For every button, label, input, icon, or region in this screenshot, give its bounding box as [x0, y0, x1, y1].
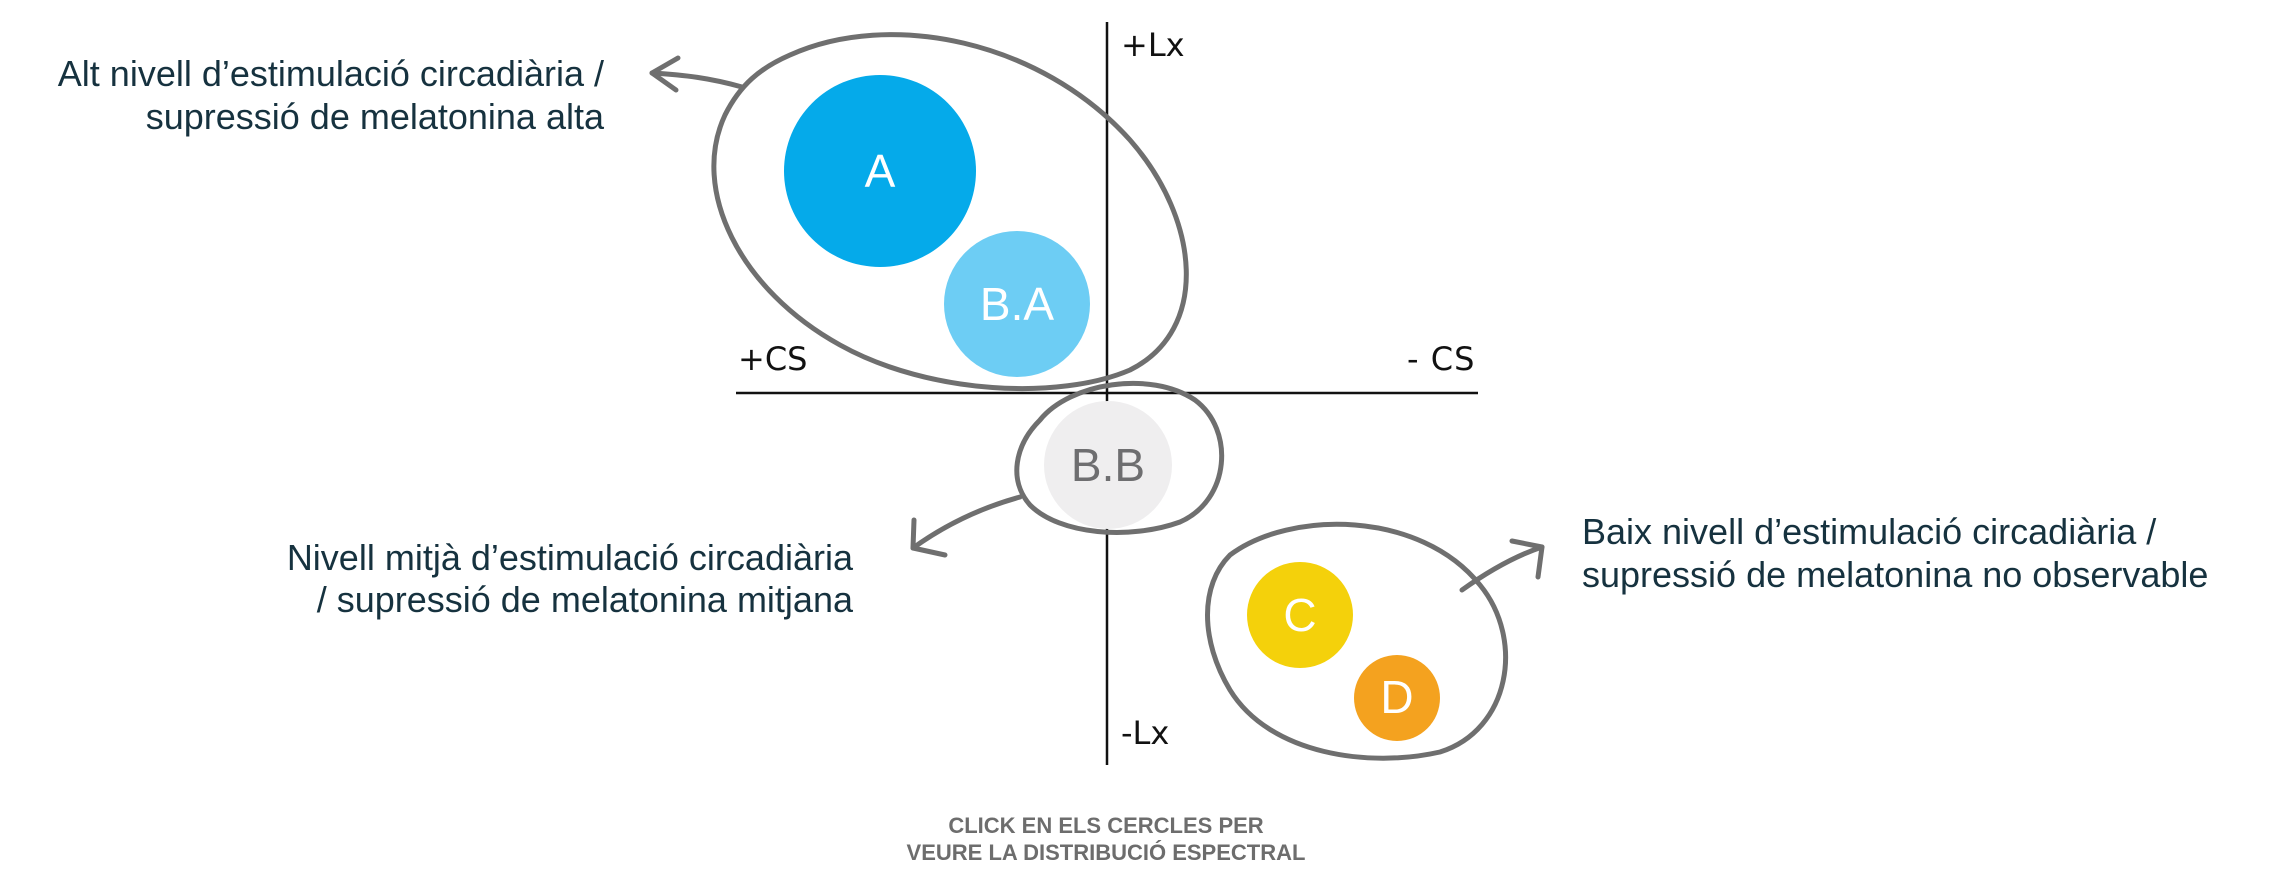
circle-d[interactable]: D — [1354, 655, 1440, 741]
circle-d-label: D — [1380, 671, 1413, 723]
low-stimulation-description: Baix nivell d’estimulació circadiària / … — [1582, 511, 2208, 595]
circle-c-fill — [1247, 562, 1353, 668]
circle-a[interactable]: A — [784, 75, 976, 267]
axis-label-x-left: +CS — [738, 340, 807, 378]
circle-ba-label: B.A — [980, 278, 1054, 330]
axis-label-y-top: +Lx — [1121, 26, 1185, 64]
circle-bb-label: B.B — [1071, 439, 1145, 491]
circle-c[interactable]: C — [1247, 562, 1353, 668]
medium-stimulation-group-outline — [1014, 380, 1225, 535]
circle-a-label: A — [865, 145, 896, 197]
arrow-to-medium-description — [910, 494, 1023, 558]
click-instruction: CLICK EN ELS CERCLES PER VEURE LA DISTRI… — [907, 813, 1306, 865]
low-description-line-2: supressió de melatonina no observable — [1582, 554, 2208, 595]
arrow-to-low-description — [1459, 538, 1545, 593]
high-description-line-1: Alt nivell d’estimulació circadiària / — [58, 53, 604, 94]
low-description-line-1: Baix nivell d’estimulació circadiària / — [1582, 511, 2156, 552]
axis-label-y-bottom: -Lx — [1121, 714, 1169, 752]
low-stimulation-group-outline — [1205, 521, 1509, 761]
medium-description-line-1: Nivell mitjà d’estimulació circadiària — [287, 537, 854, 578]
circle-ba-fill — [944, 231, 1090, 377]
high-stimulation-description: Alt nivell d’estimulació circadiària / s… — [58, 53, 605, 137]
axis-label-x-right: - CS — [1407, 340, 1475, 378]
circle-bb[interactable]: B.B — [1044, 401, 1172, 529]
medium-stimulation-description: Nivell mitjà d’estimulació circadiària /… — [287, 537, 854, 620]
high-stimulation-group-outline — [711, 32, 1189, 392]
circle-bb-fill — [1044, 401, 1172, 529]
medium-description-line-2: / supressió de melatonina mitjana — [317, 579, 854, 620]
arrow-to-high-description — [649, 55, 745, 93]
click-instruction-line-1: CLICK EN ELS CERCLES PER — [948, 813, 1263, 838]
circle-d-fill — [1354, 655, 1440, 741]
click-instruction-line-2: VEURE LA DISTRIBUCIÓ ESPECTRAL — [907, 840, 1306, 865]
circle-a-fill — [784, 75, 976, 267]
high-description-line-2: supressió de melatonina alta — [146, 96, 605, 137]
circle-c-label: C — [1283, 589, 1316, 641]
circle-ba[interactable]: B.A — [944, 231, 1090, 377]
